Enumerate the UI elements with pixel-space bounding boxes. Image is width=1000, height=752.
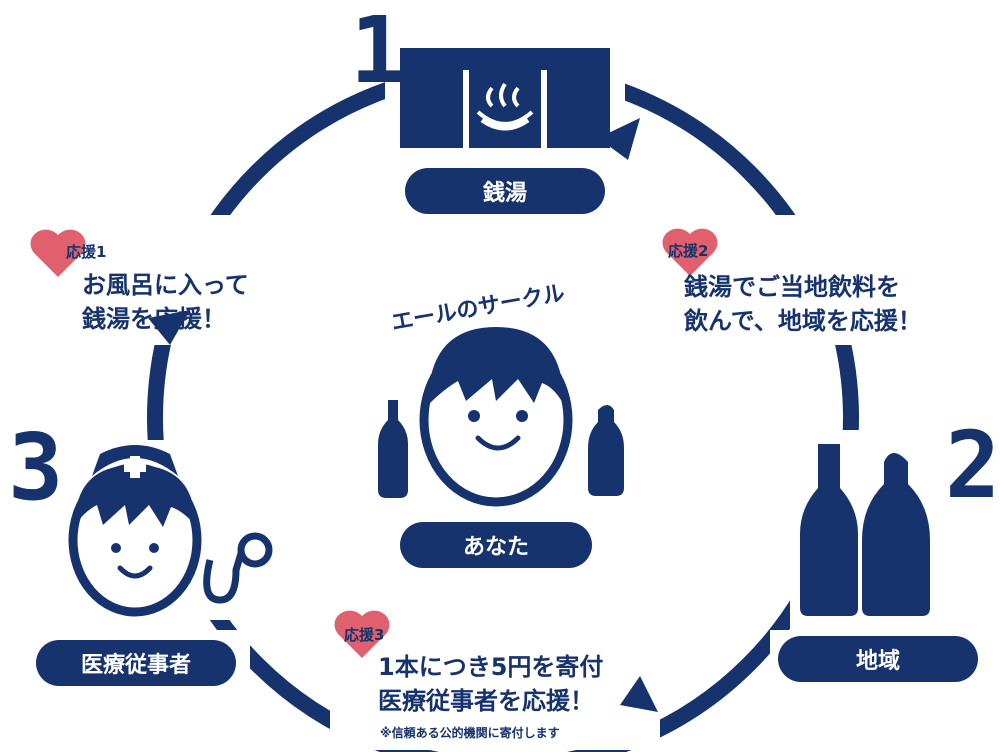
node-number-3: 3 [8, 414, 64, 521]
arrow-head-right [598, 118, 640, 160]
center-label: あなた [400, 522, 592, 568]
node-label-iryo: 医療従事者 [36, 640, 236, 686]
support-message-2: 銭湯でご当地飲料を 飲んで、地域を応援！ [684, 273, 922, 335]
heart-icon [662, 228, 718, 276]
node-label-sento: 銭湯 [405, 168, 605, 214]
center-face-icon [419, 327, 573, 507]
heart-icon [334, 610, 390, 658]
small-ramune-icon [588, 405, 624, 496]
support-tag-2: 応援2 [668, 242, 709, 260]
bottles-icon [800, 444, 930, 616]
support-tag-3: 応援3 [344, 626, 385, 644]
support-message-3: 1本につき5円を寄付 医療従事者を応援！ [378, 653, 604, 715]
node-number-1: 1 [350, 0, 406, 104]
support-message-1: お風呂に入って 銭湯を応援！ [82, 271, 249, 333]
support-tag-1: 応援1 [66, 243, 107, 261]
arrow-head-left [148, 310, 190, 345]
heart-icon [30, 229, 86, 277]
node-label-chiiki: 地域 [778, 636, 978, 682]
donation-note: ※信頼ある公的機関に寄付します [380, 726, 560, 740]
node-number-2: 2 [945, 412, 1000, 519]
nurse-icon [68, 445, 273, 617]
small-bottle-icon [378, 400, 408, 498]
arrow-head-bottom [620, 676, 658, 712]
sento-noren-icon [400, 48, 610, 148]
